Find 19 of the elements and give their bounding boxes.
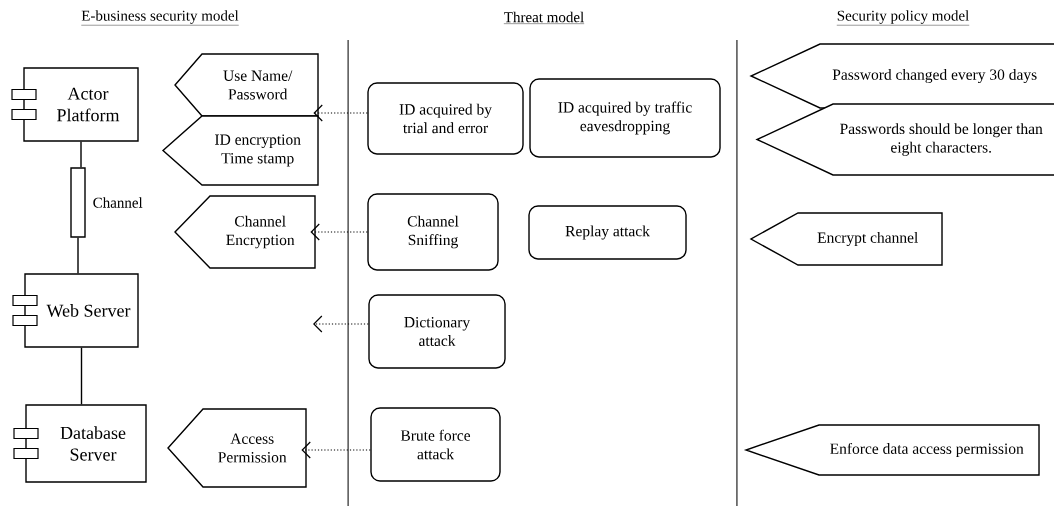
component-box: Web Server [12,273,139,348]
rounded-box: ID acquired by traffic eavesdropping [529,78,721,158]
arrow [301,441,371,459]
rounded-box: Dictionary attack [368,294,506,369]
column-heading: E-business security model [81,10,239,26]
rounded-box: ID acquired by trial and error [367,82,524,155]
rounded-box: Channel Sniffing [367,193,499,271]
component-box: Actor Platform [11,67,139,142]
column-heading: Threat model [503,11,585,24]
rounded-box: Replay attack [528,205,687,260]
node-label: Passwords should be longer than eight characters. [840,123,1043,156]
channel-box [70,167,86,238]
arrow [313,315,369,333]
rounded-box: Brute force attack [370,407,501,482]
component-box: Database Server [13,404,147,483]
arrow [310,223,368,241]
column-heading: Security policy model [836,10,970,26]
arrow [313,104,368,122]
side-label: Channel [93,197,143,208]
